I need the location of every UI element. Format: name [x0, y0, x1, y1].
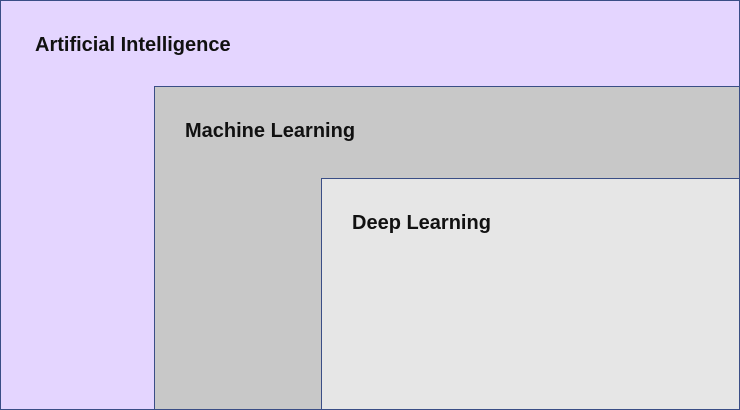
artificial-intelligence-label: Artificial Intelligence — [35, 34, 231, 56]
machine-learning-label: Machine Learning — [185, 120, 356, 142]
deep-learning-label: Deep Learning — [352, 212, 491, 234]
machine-learning-box: Machine Learning Deep Learning — [154, 86, 740, 410]
deep-learning-box: Deep Learning — [321, 178, 740, 410]
